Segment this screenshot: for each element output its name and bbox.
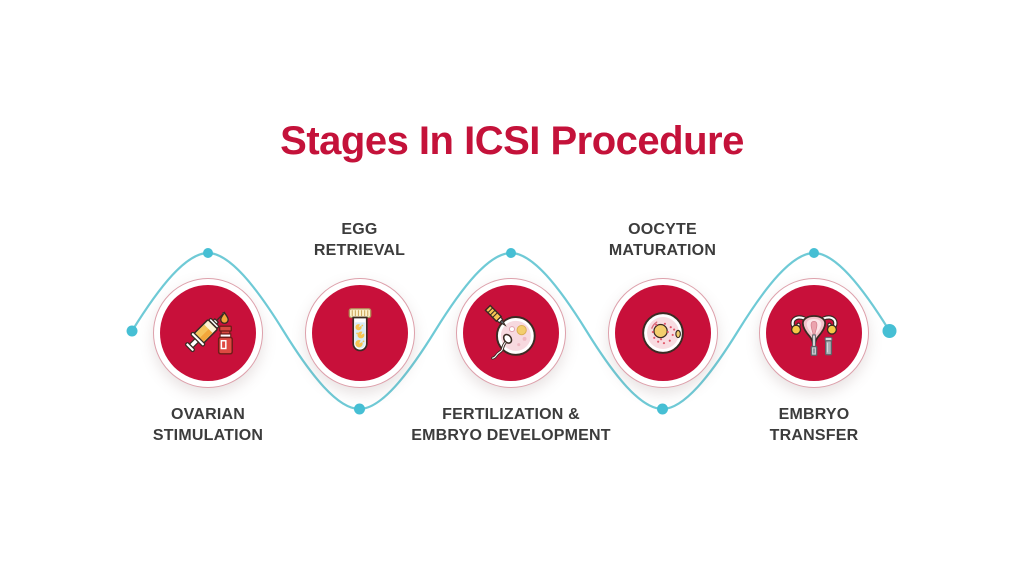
stage-label: OOCYTE MATURATION [543,219,783,261]
syringe-and-medicine-vial-icon [185,311,233,355]
stage-circle [759,278,869,388]
stage-label-line: EMBRYO DEVELOPMENT [411,427,611,444]
stage-disc [614,285,711,381]
stage-label-line: RETRIEVAL [313,242,406,259]
stage-disc [463,285,559,381]
connector-dot [882,324,897,338]
connector-dot [657,403,668,415]
connector-dot [354,403,365,415]
stage-label-line: EMBRYO [778,406,850,423]
stage-label-line: MATURATION [608,242,717,259]
stage-label-line: OVARIAN [171,406,245,423]
connector-dot [203,248,213,258]
stage-label: OVARIAN STIMULATION [88,404,328,446]
stage-label-line: STIMULATION [152,427,264,444]
stage-label-line: FERTILIZATION & [442,406,580,423]
stage-label-line: TRANSFER [769,427,859,444]
connector-dots [126,248,897,415]
stage-circle [456,278,566,388]
icsi-needle-injecting-egg-icon [484,304,536,360]
connector-dot [809,248,819,258]
stage-circle [304,278,415,388]
oocyte-cell-icon [641,312,684,354]
test-tube-with-eggs-icon [348,308,371,352]
stage-label-line: EGG [341,221,378,238]
connector-dot [126,325,138,337]
stage-label: EMBRYO TRANSFER [694,404,934,446]
page-title: Stages In ICSI Procedure [280,119,744,163]
uterus-with-catheter-icon [790,315,838,356]
stage-circle [607,278,718,388]
stage-circle [153,278,263,388]
stage-disc [766,285,862,381]
connector-dot [506,248,516,258]
stage-label: FERTILIZATION & EMBRYO DEVELOPMENT [391,404,631,446]
stage-label: EGG RETRIEVAL [240,219,480,261]
stage-label-line: OOCYTE [628,221,697,238]
stage-disc [311,285,408,381]
stage-disc [160,285,256,381]
